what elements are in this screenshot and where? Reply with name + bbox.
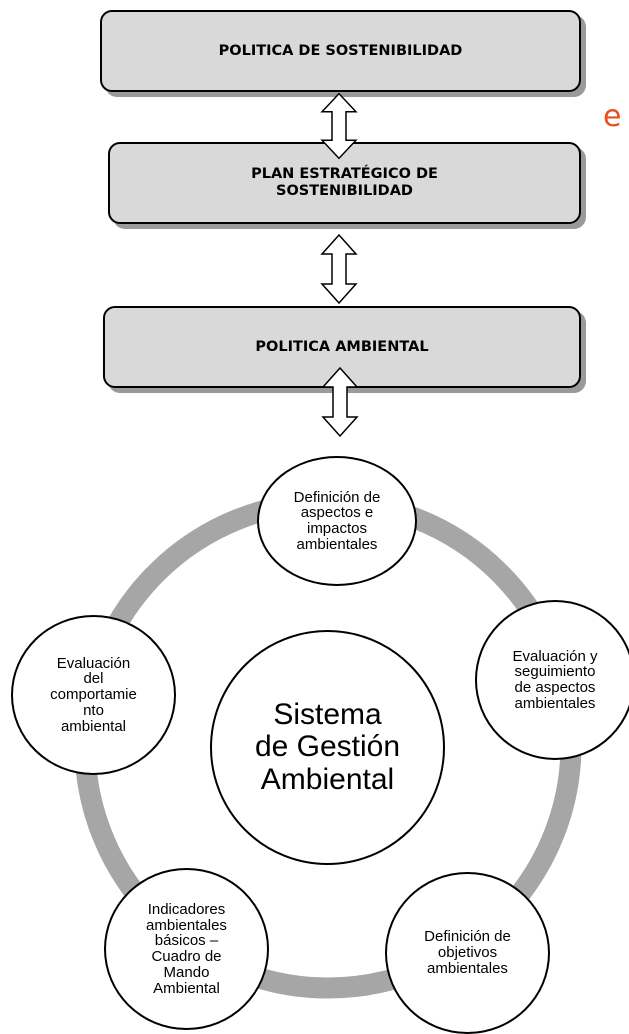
definicion-aspectos-node: Definición de aspectos e impactos ambien…: [257, 456, 417, 586]
evaluacion-seguimiento-node: Evaluación y seguimiento de aspectos amb…: [475, 600, 629, 760]
arrow-box3-cycle: [322, 367, 358, 437]
definicion-objetivos-node: Definición de objetivos ambientales: [385, 872, 550, 1034]
politica-sostenibilidad-box: POLITICA DE SOSTENIBILIDAD: [100, 10, 581, 92]
arrow-box1-box2: [321, 92, 357, 160]
arrow-box2-box3: [321, 234, 357, 304]
evaluacion-comportamiento-node: Evaluación del comportamie nto ambiental: [11, 615, 176, 775]
corner-logo-fragment: e: [603, 99, 622, 134]
sistema-gestion-ambiental-circle: Sistema de Gestión Ambiental: [210, 630, 445, 865]
indicadores-node: Indicadores ambientales básicos – Cuadro…: [104, 868, 269, 1030]
